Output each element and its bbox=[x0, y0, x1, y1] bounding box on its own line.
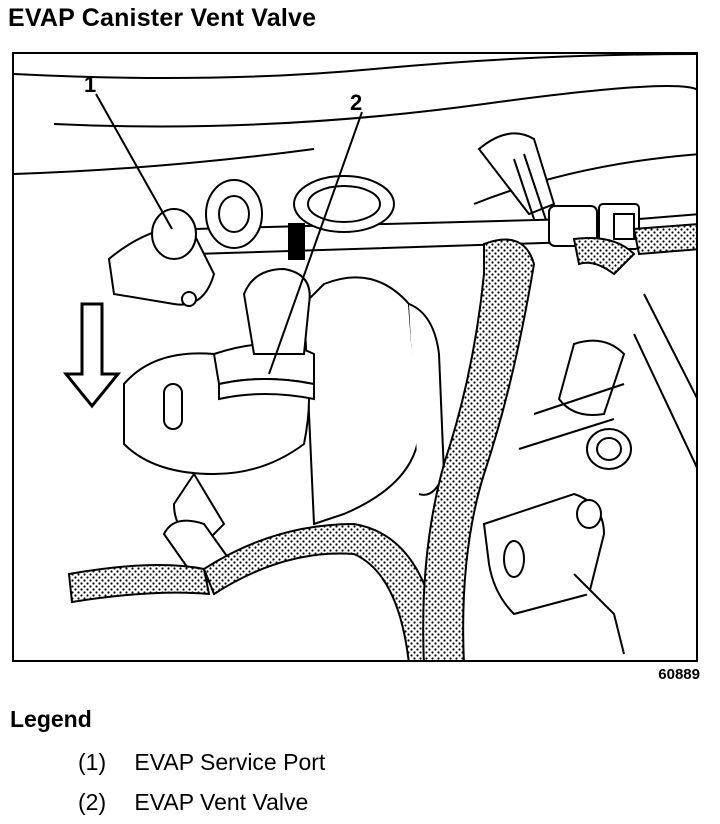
callout-1: 1 bbox=[84, 72, 96, 97]
callout-leaders bbox=[95, 93, 363, 375]
evap-service-port bbox=[107, 179, 263, 307]
callout-2: 2 bbox=[350, 90, 362, 115]
page-title: EVAP Canister Vent Valve bbox=[8, 4, 317, 32]
arrow-down-icon bbox=[62, 302, 122, 409]
legend-heading: Legend bbox=[10, 706, 92, 732]
engine-bay-illustration: 1 2 bbox=[14, 54, 696, 660]
legend-label: EVAP Service Port bbox=[134, 749, 326, 775]
canister-housing bbox=[302, 276, 446, 526]
figure-id: 60889 bbox=[658, 666, 700, 683]
diagram-figure: 1 2 bbox=[12, 52, 698, 662]
evap-vent-valve bbox=[123, 267, 315, 546]
wire-grommet bbox=[477, 132, 556, 235]
braided-hoses bbox=[67, 223, 696, 660]
legend-number: (2) bbox=[78, 789, 107, 815]
legend-label: EVAP Vent Valve bbox=[134, 789, 309, 815]
purge-line bbox=[193, 205, 598, 260]
legend-item: (1) EVAP Service Port bbox=[78, 744, 325, 784]
legend-number: (1) bbox=[78, 749, 107, 775]
legend-list: (1) EVAP Service Port (2) EVAP Vent Valv… bbox=[78, 744, 325, 824]
legend-item: (2) EVAP Vent Valve bbox=[78, 784, 325, 824]
electrical-connector bbox=[598, 203, 696, 250]
right-side-hardware bbox=[482, 293, 696, 655]
